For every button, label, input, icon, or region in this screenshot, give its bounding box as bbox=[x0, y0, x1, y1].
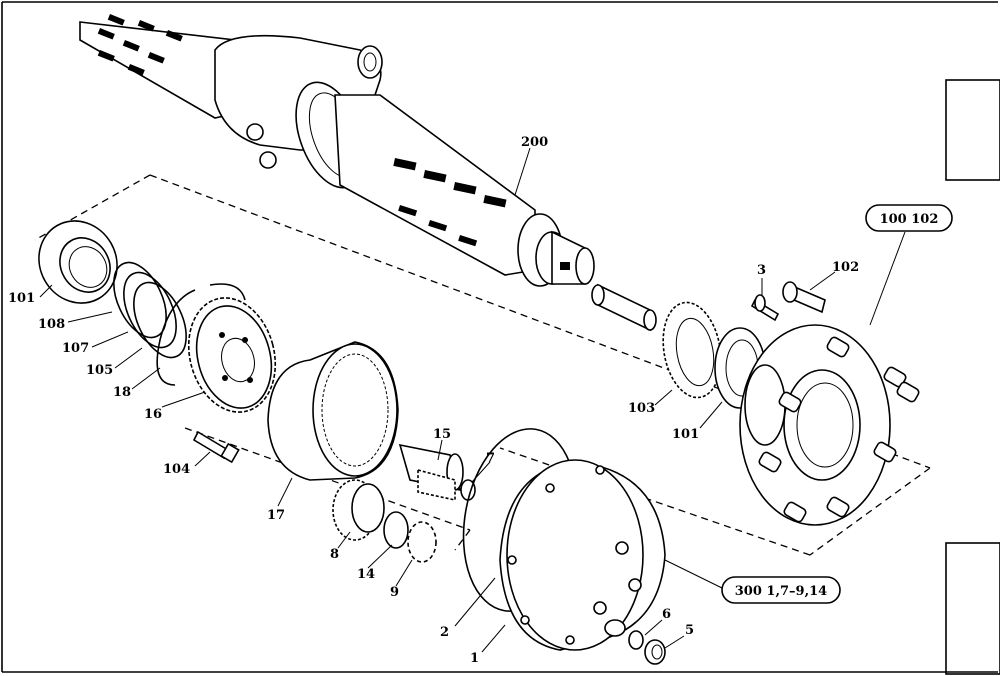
label-15: 15 bbox=[433, 427, 451, 442]
retaining-rings bbox=[113, 261, 187, 359]
callout-100-102-text: 100 102 bbox=[880, 212, 939, 227]
label-200: 200 bbox=[521, 135, 548, 150]
ring-gear-17 bbox=[267, 341, 399, 481]
label-18: 18 bbox=[113, 385, 131, 400]
planet-gear-8 bbox=[332, 479, 385, 541]
callout-100-102: 100 102 bbox=[865, 204, 953, 232]
gear-16 bbox=[187, 297, 277, 413]
label-8: 8 bbox=[330, 547, 339, 562]
label-6: 6 bbox=[662, 607, 671, 622]
callout-300-text: 300 1,7–9,14 bbox=[735, 584, 827, 599]
bolt-3 bbox=[750, 294, 780, 322]
axle-shaft-spline bbox=[591, 283, 657, 332]
label-9: 9 bbox=[390, 585, 399, 600]
label-107: 107 bbox=[62, 341, 89, 356]
planet-carrier-cover bbox=[462, 428, 666, 651]
label-105: 105 bbox=[86, 363, 113, 378]
shaft-15 bbox=[398, 443, 464, 501]
drain-plug-5 bbox=[644, 639, 666, 665]
label-2: 2 bbox=[440, 625, 449, 640]
wheel-hub bbox=[739, 324, 920, 526]
label-1: 1 bbox=[470, 651, 479, 666]
callout-300: 300 1,7–9,14 bbox=[721, 576, 841, 604]
label-102: 102 bbox=[832, 260, 859, 275]
label-5: 5 bbox=[685, 623, 694, 638]
label-16: 16 bbox=[144, 407, 162, 422]
label-17: 17 bbox=[267, 508, 285, 523]
axle-housing bbox=[79, 13, 595, 287]
label-101-left: 101 bbox=[8, 291, 35, 306]
label-108: 108 bbox=[38, 317, 65, 332]
assembly-group-outline bbox=[34, 174, 931, 556]
needle-bearing-9 bbox=[407, 521, 437, 563]
label-14: 14 bbox=[357, 567, 375, 582]
snap-ring-18 bbox=[156, 283, 246, 386]
bearing-101-left bbox=[38, 220, 118, 304]
stud-102 bbox=[782, 281, 826, 314]
leader-lines bbox=[39, 147, 906, 653]
label-101-right: 101 bbox=[672, 427, 699, 442]
seal-ring-6 bbox=[628, 630, 644, 650]
label-3: 3 bbox=[757, 263, 766, 278]
washer-14 bbox=[383, 511, 409, 549]
label-103: 103 bbox=[628, 401, 655, 416]
label-7: 7 bbox=[486, 451, 495, 466]
bolt-104 bbox=[192, 430, 240, 464]
label-104: 104 bbox=[163, 462, 190, 477]
